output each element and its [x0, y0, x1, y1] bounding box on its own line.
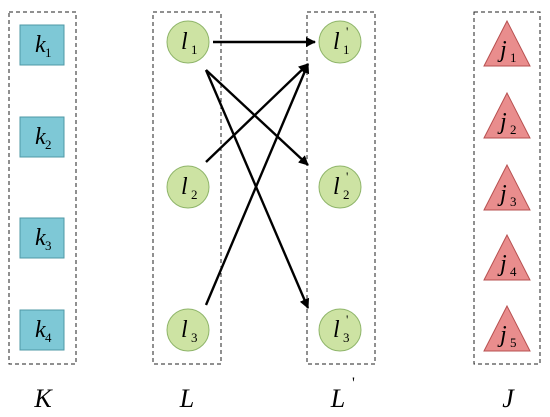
node-j4: [483, 233, 531, 281]
node-l2-subscript: 2: [191, 187, 198, 202]
node-l3-prime-prime: ': [346, 312, 348, 327]
node-k1-label: k: [35, 32, 46, 58]
node-l3-prime-subscript: 3: [343, 330, 350, 345]
node-l3-label: l: [181, 317, 188, 343]
node-j2-subscript: 2: [510, 122, 517, 137]
node-j5-label: j: [497, 322, 507, 348]
node-k3: [19, 217, 65, 259]
node-l2-prime-label: l: [333, 174, 340, 200]
node-j2-label: j: [497, 109, 507, 135]
node-l3-prime-label: l: [333, 317, 340, 343]
node-k2: [19, 116, 65, 158]
node-k1-subscript: 1: [45, 45, 52, 60]
node-k4: [19, 309, 65, 351]
group-label-k: K: [33, 384, 53, 413]
node-j3-label: j: [497, 181, 507, 207]
node-j2: [483, 91, 531, 139]
group-label-l: L: [179, 384, 194, 413]
node-l1-prime-prime: ': [346, 24, 348, 39]
node-j1: [483, 19, 531, 67]
node-l1: [166, 20, 210, 64]
node-k4-subscript: 4: [45, 330, 52, 345]
node-l1-prime-subscript: 1: [343, 42, 350, 57]
node-j1-subscript: 1: [510, 50, 517, 65]
group-box-j: [473, 11, 541, 365]
group-label-l-prime: L: [330, 384, 345, 413]
node-j5: [483, 304, 531, 352]
node-l2: [166, 165, 210, 209]
node-k3-label: k: [35, 225, 46, 251]
group-box-k: [8, 11, 77, 365]
node-j3-subscript: 3: [510, 194, 517, 209]
node-j5-subscript: 5: [510, 335, 517, 350]
node-l3-subscript: 3: [191, 330, 198, 345]
node-k4-label: k: [35, 317, 46, 343]
node-l3: [166, 308, 210, 352]
group-label-j: J: [502, 384, 515, 413]
edges-layer: [204, 37, 316, 309]
node-k2-label: k: [35, 124, 46, 150]
node-l1-label: l: [181, 29, 188, 55]
node-l1-subscript: 1: [191, 42, 198, 57]
edge-l2-to-l1p: [205, 63, 309, 163]
node-l1-prime-label: l: [333, 29, 340, 55]
node-l2-prime-prime: ': [346, 169, 348, 184]
edge-l3-to-l1p: [204, 63, 310, 306]
node-j3: [483, 163, 531, 211]
node-l2-label: l: [181, 174, 188, 200]
node-l3-prime: [318, 308, 362, 352]
node-l1-prime: [318, 20, 362, 64]
edge-l1-to-l2p: [205, 69, 309, 166]
node-k2-subscript: 2: [45, 137, 52, 152]
node-l2-prime-subscript: 2: [343, 187, 350, 202]
node-j1-label: j: [497, 37, 507, 63]
node-j4-subscript: 4: [510, 264, 517, 279]
node-l2-prime: [318, 165, 362, 209]
edge-l1-to-l3p: [204, 69, 310, 309]
node-k1: [19, 24, 65, 66]
group-label-l-prime-mark: ': [352, 375, 355, 392]
node-k3-subscript: 3: [45, 238, 52, 253]
node-j4-label: j: [497, 251, 507, 277]
